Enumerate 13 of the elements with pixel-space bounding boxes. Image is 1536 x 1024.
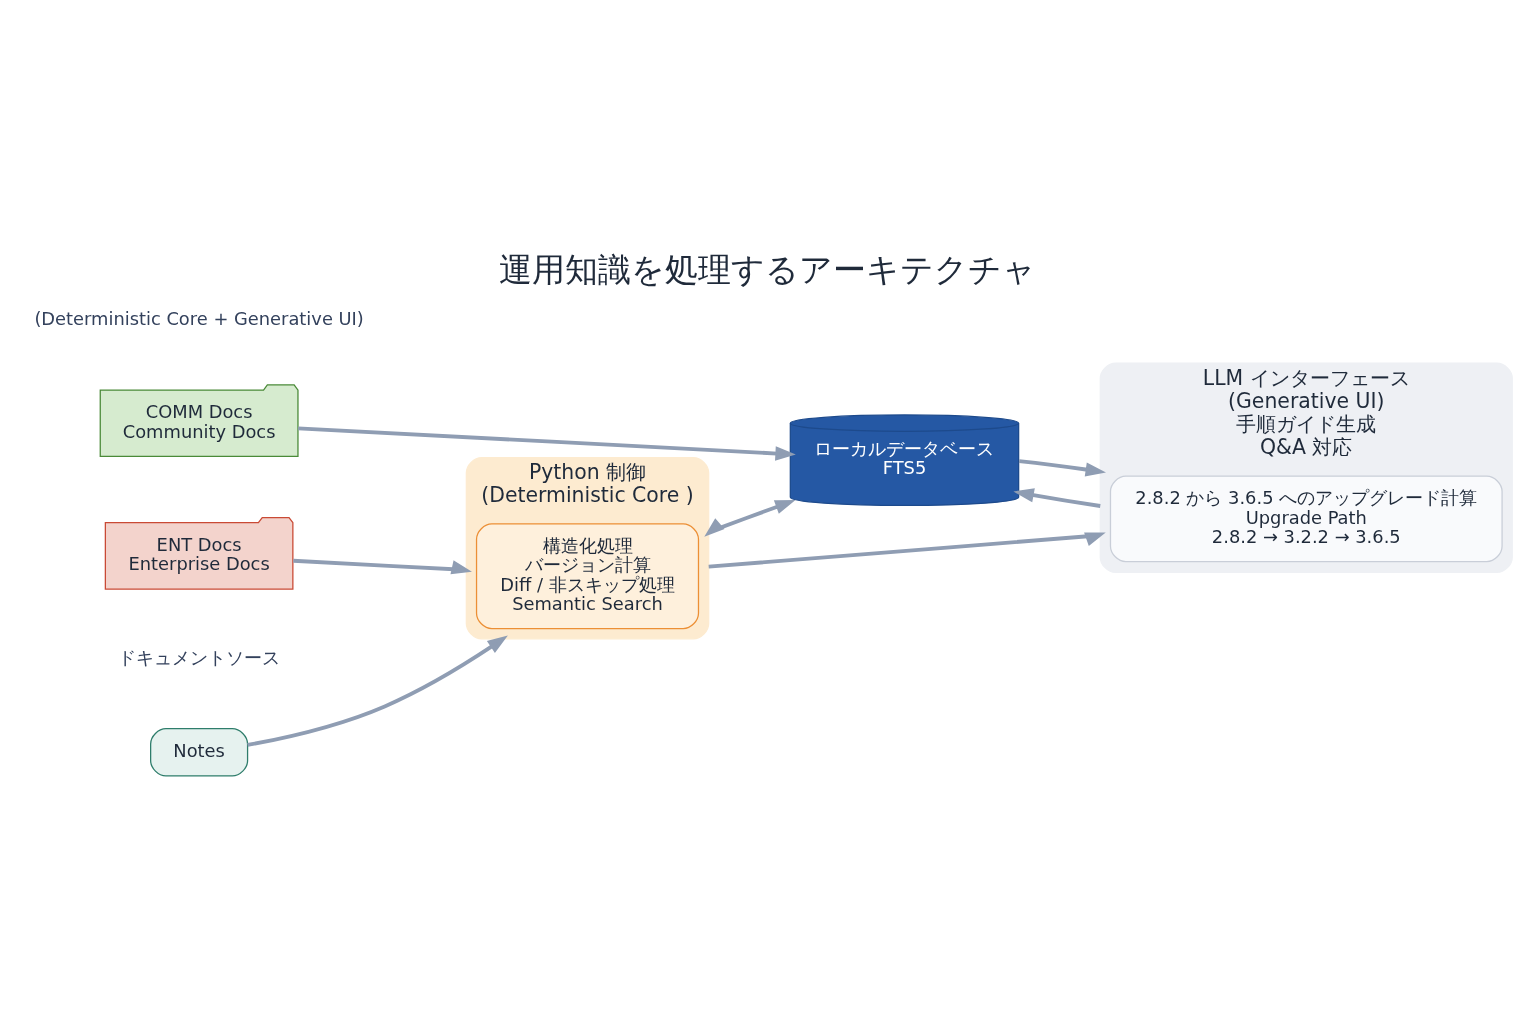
node-box: Notes xyxy=(150,727,249,777)
node-box: 構造化処理 バージョン計算 Diff / 非スキップ処理 Semantic Search xyxy=(475,522,700,629)
arrow xyxy=(1018,458,1106,477)
label: (Deterministic Core + Generative UI) xyxy=(34,307,364,329)
node-box: 2.8.2 から 3.6.5 へのアップグレード計算 Upgrade Path 2.8.2 → 3.2.2 → 3.6.5 xyxy=(1109,475,1503,562)
arrow xyxy=(293,558,472,574)
arrow xyxy=(1013,487,1101,508)
arrow xyxy=(704,499,796,537)
label: ドキュメントソース xyxy=(118,646,281,668)
arrow xyxy=(708,532,1106,569)
arrow xyxy=(298,425,796,461)
arrow xyxy=(247,635,508,747)
diagram-title: 運用知識を処理するアーキテクチャ xyxy=(499,249,1037,289)
